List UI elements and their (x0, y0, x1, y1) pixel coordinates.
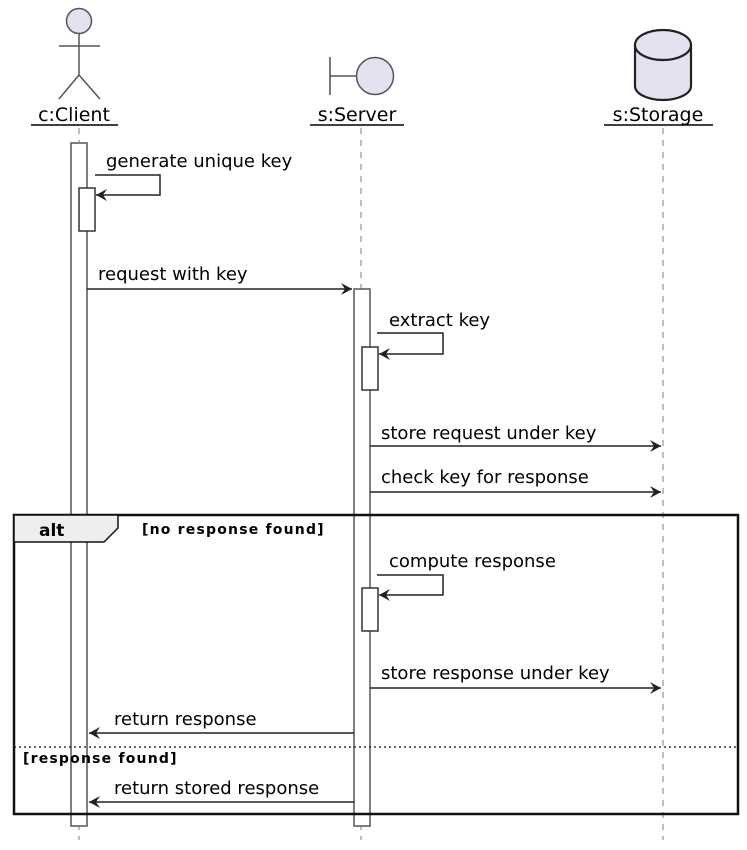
message-label: store response under key (381, 663, 610, 684)
message-generate-unique-key: generate unique key (78, 151, 293, 232)
message-label: check key for response (381, 467, 589, 488)
activation-server-self (361, 346, 379, 391)
alt-frame (12, 513, 740, 816)
message-label: request with key (98, 264, 248, 285)
message-return-response: return response (89, 709, 354, 739)
activation-client-self (78, 187, 96, 232)
participant-name-server: s:Server (318, 104, 397, 126)
message-store-request-under-key: store request under key (370, 423, 661, 452)
participant-name-client: c:Client (38, 104, 110, 126)
message-label: store request under key (381, 423, 597, 444)
activation-server-self (361, 587, 379, 632)
participant-storage: s:Storage (604, 28, 713, 126)
alt-fragment: alt [no response found] [response found] (12, 513, 740, 816)
alt-guard-2: [response found] (23, 751, 178, 767)
alt-guard-1: [no response found] (142, 522, 325, 538)
message-store-response-under-key: store response under key (370, 663, 661, 694)
alt-operator-tab (13, 514, 119, 543)
activation-client (70, 142, 88, 827)
message-request-with-key: request with key (87, 264, 352, 295)
message-label: generate unique key (106, 151, 293, 172)
participant-name-storage: s:Storage (613, 104, 704, 126)
message-label: compute response (389, 551, 556, 572)
message-return-stored-response: return stored response (89, 778, 354, 808)
message-label: return response (114, 709, 257, 730)
participant-server: s:Server (310, 56, 404, 126)
boundary-icon (329, 56, 395, 96)
activation-server (353, 288, 371, 827)
message-label: return stored response (114, 778, 319, 799)
message-check-key-for-response: check key for response (370, 467, 661, 498)
database-icon (633, 28, 693, 102)
actor-icon (58, 7, 101, 100)
alt-operator-label: alt (39, 521, 64, 541)
participant-client: c:Client (31, 7, 118, 126)
message-compute-response: compute response (361, 551, 556, 632)
message-label: extract key (389, 310, 490, 331)
message-extract-key: extract key (361, 310, 490, 391)
